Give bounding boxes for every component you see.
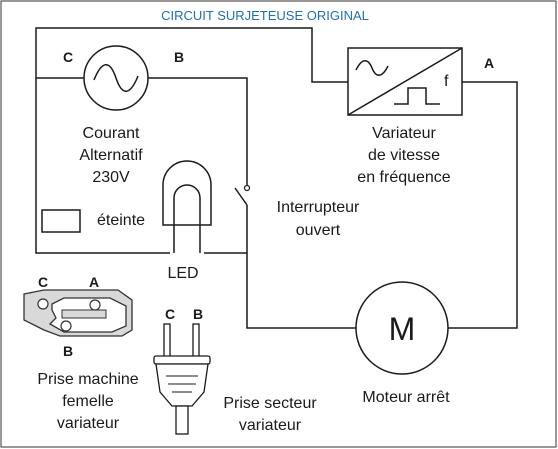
socket-pin-b bbox=[60, 320, 72, 332]
plug-caption-1: Prise secteur bbox=[223, 395, 317, 412]
switch-label-1: Interrupteur bbox=[277, 199, 360, 216]
plug-cable bbox=[175, 405, 189, 435]
motor-symbol bbox=[355, 281, 449, 375]
socket-caption-2: femelle bbox=[62, 393, 114, 410]
ac-source-label-1: Courant bbox=[83, 125, 140, 142]
plug-caption-2: variateur bbox=[239, 417, 302, 434]
led-label: LED bbox=[167, 265, 198, 282]
wire-a-to-motor bbox=[448, 81, 518, 329]
led-lamp: LED bbox=[162, 160, 212, 282]
socket-label-a: A bbox=[89, 274, 99, 290]
pulse-wave-icon bbox=[394, 87, 440, 105]
socket-caption-1: Prise machine bbox=[37, 371, 138, 388]
motor-label: Moteur arrêt bbox=[362, 389, 450, 406]
switch-blade bbox=[234, 187, 248, 206]
indicator-box bbox=[41, 209, 81, 233]
socket-label-b: B bbox=[63, 343, 73, 359]
wire-b-to-switch bbox=[148, 77, 248, 185]
ac-terminal-b: B bbox=[174, 49, 184, 65]
wire-left-bottom bbox=[35, 78, 170, 254]
sine-wave-icon bbox=[93, 64, 139, 92]
plug-label-b: B bbox=[193, 306, 203, 322]
variator-sine-icon bbox=[355, 60, 389, 76]
wire-c-to-variator bbox=[35, 27, 348, 83]
plug-body-icon bbox=[155, 363, 209, 407]
indicator-label: éteinte bbox=[97, 212, 145, 229]
plug-face bbox=[153, 355, 211, 365]
wires bbox=[35, 27, 518, 329]
ac-terminal-c: C bbox=[63, 49, 73, 65]
switch-contact-icon bbox=[243, 184, 251, 192]
variator-label-3: en fréquence bbox=[357, 169, 451, 186]
variator: f A Variateur de vitesse en fréquence bbox=[347, 47, 494, 186]
plug-label-c: C bbox=[165, 306, 175, 322]
variator-label-2: de vitesse bbox=[368, 147, 440, 164]
variator-diagonal bbox=[347, 47, 463, 116]
ac-source: C B Courant Alternatif 230V bbox=[63, 45, 184, 186]
plug-pin-b bbox=[192, 323, 200, 359]
ac-source-label-3: 230V bbox=[92, 169, 130, 186]
socket-pin-c bbox=[37, 298, 49, 310]
plug-pin-c bbox=[163, 323, 171, 359]
led-bulb-icon bbox=[162, 160, 212, 226]
wire-switch-to-motor bbox=[246, 253, 356, 329]
variator-freq-symbol: f bbox=[444, 73, 449, 90]
mains-plug: C B Prise secteur variateur bbox=[153, 306, 317, 435]
motor: M Moteur arrêt bbox=[355, 281, 450, 406]
diagram-title: CIRCUIT SURJETEUSE ORIGINAL bbox=[161, 8, 369, 23]
socket-pin-a bbox=[89, 299, 101, 311]
machine-socket: C A B Prise machine femelle variateur bbox=[23, 274, 139, 432]
socket-label-c: C bbox=[38, 274, 48, 290]
led-filament bbox=[173, 184, 201, 253]
socket-slot bbox=[61, 309, 107, 319]
socket-caption-3: variateur bbox=[57, 415, 120, 432]
switch: Interrupteur ouvert bbox=[234, 184, 360, 239]
motor-letter: M bbox=[389, 311, 416, 347]
switch-label-2: ouvert bbox=[296, 222, 341, 239]
variator-terminal-a: A bbox=[484, 55, 494, 71]
ac-source-label-2: Alternatif bbox=[79, 147, 143, 164]
variator-label-1: Variateur bbox=[372, 125, 436, 142]
